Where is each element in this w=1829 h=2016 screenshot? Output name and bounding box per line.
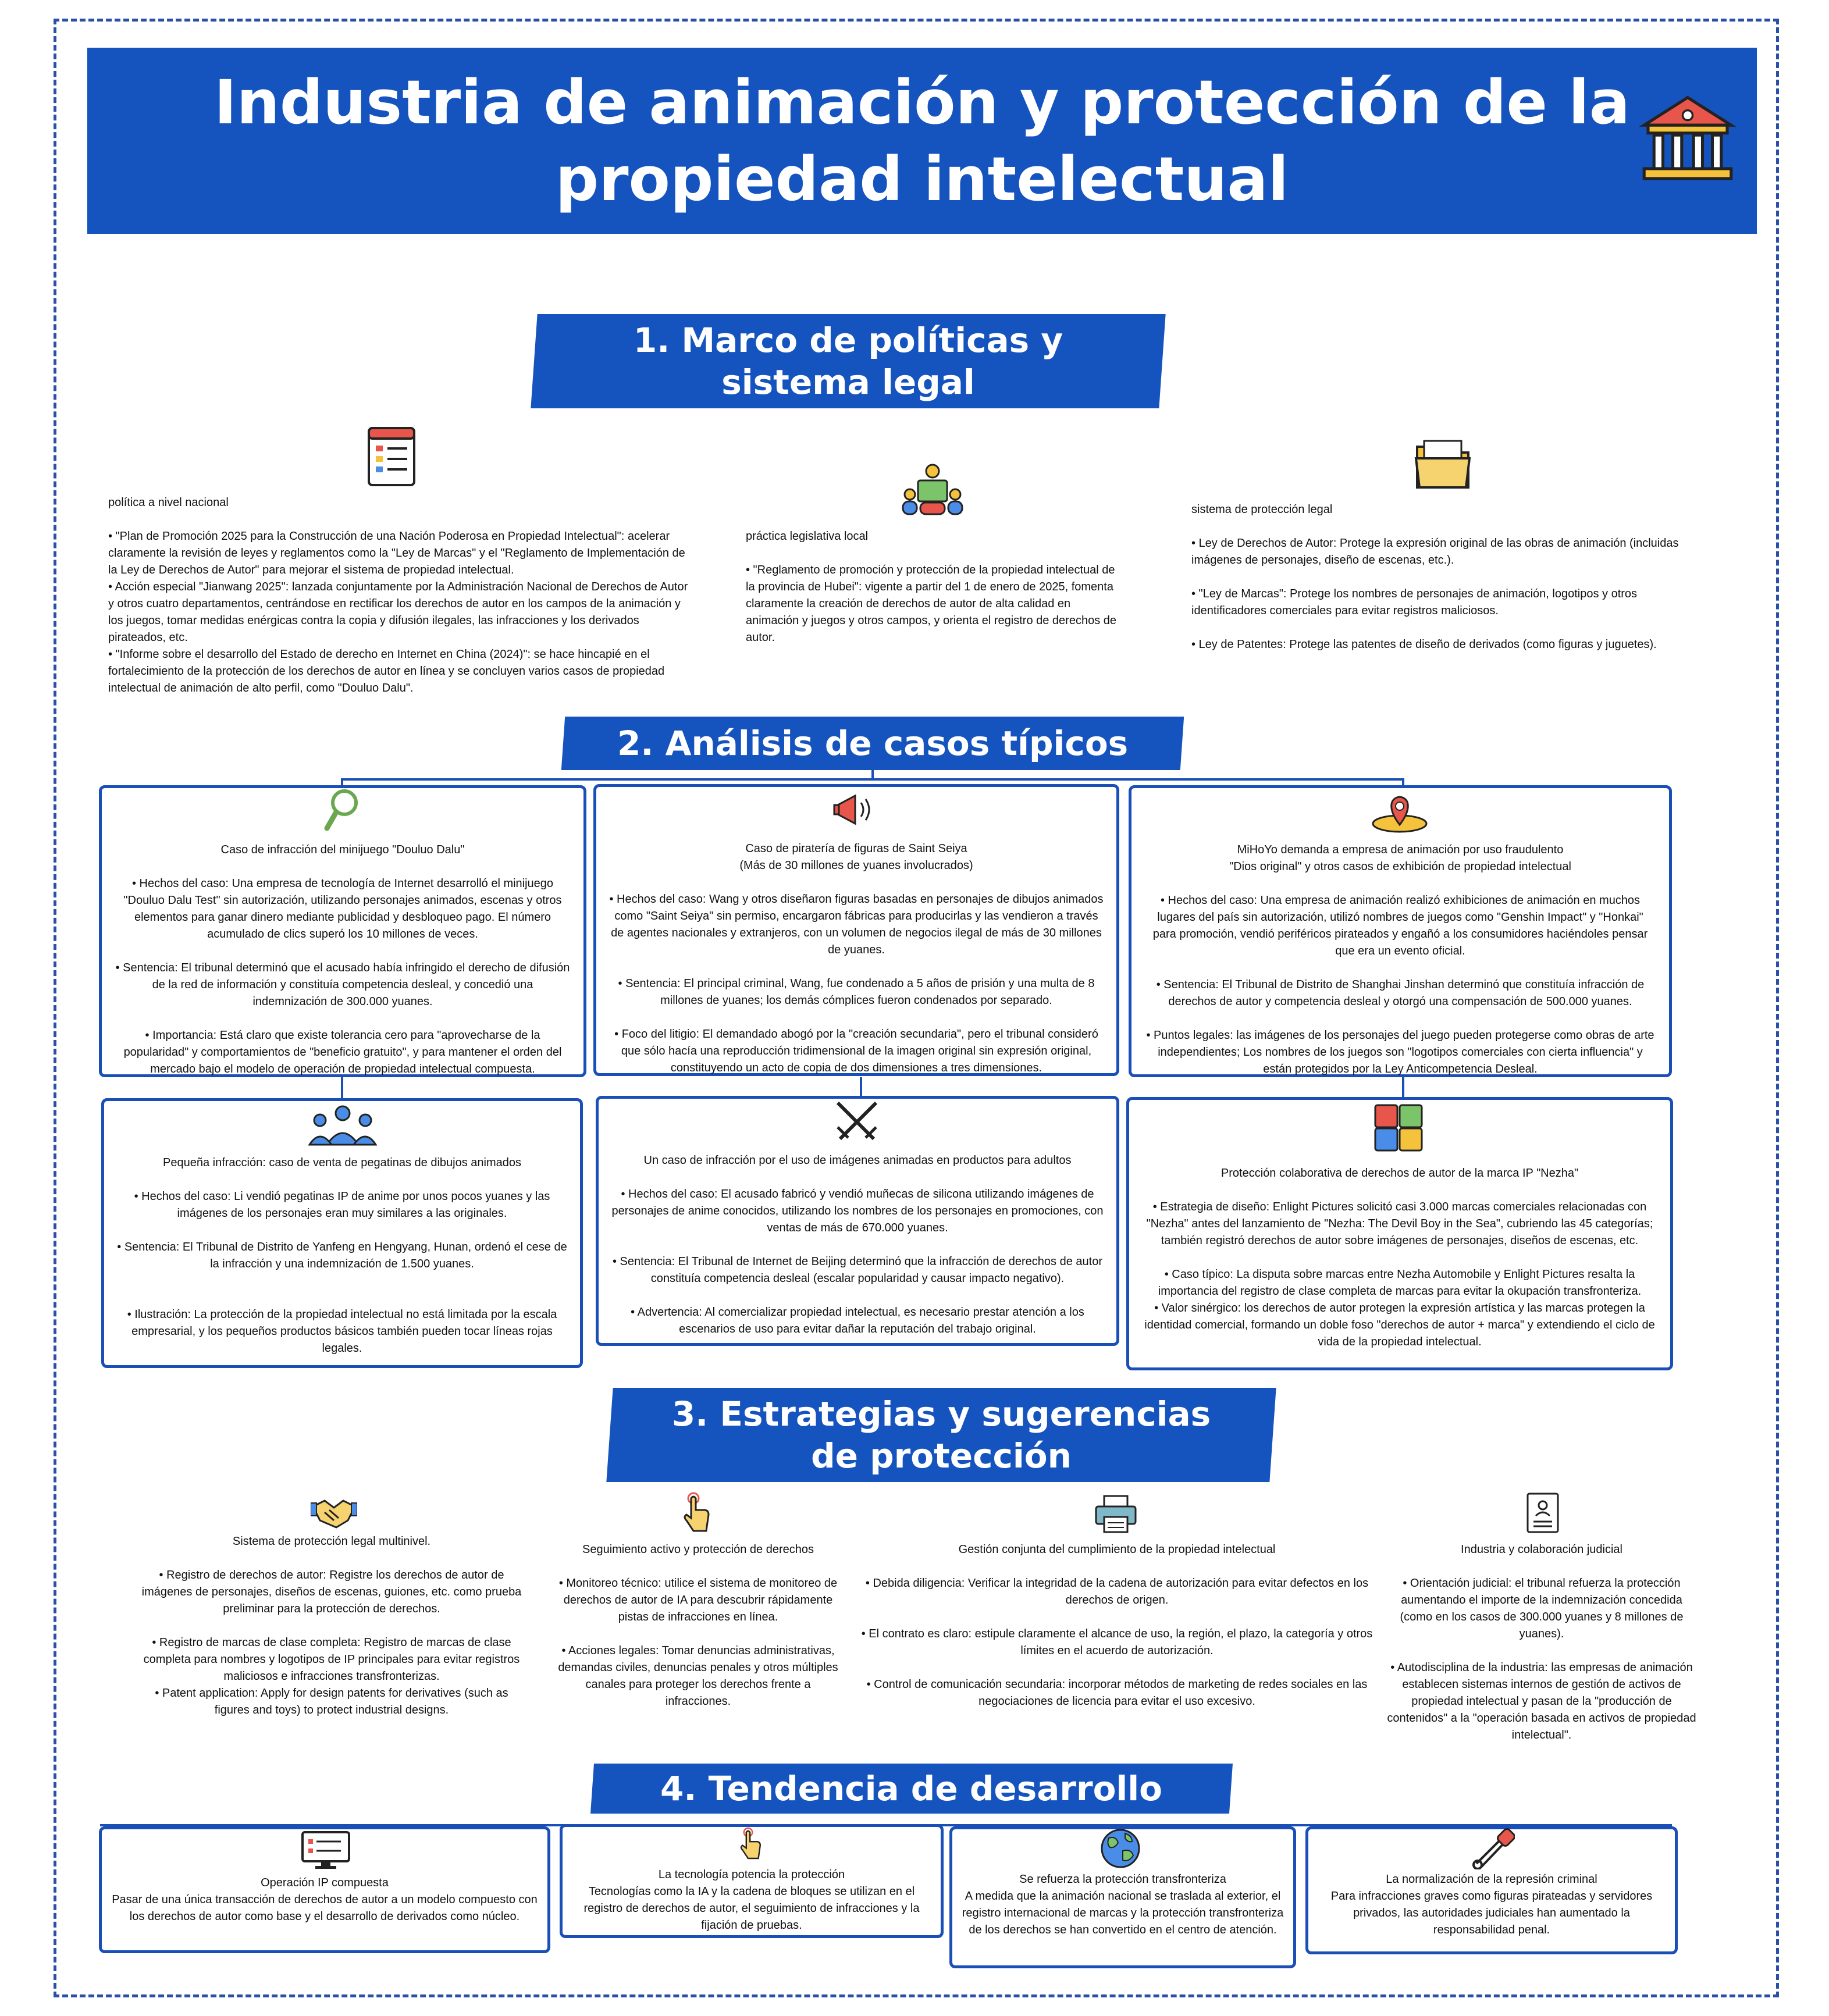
section3-col1-head: Sistema de protección legal multinivel. (232, 1535, 431, 1548)
meeting-icon (902, 464, 963, 515)
case-body: • Hechos del caso: Li vendió pegatinas I… (117, 1190, 567, 1355)
handshake-icon (311, 1499, 357, 1529)
case-card: MiHoYo demanda a empresa de animación po… (1129, 785, 1672, 1077)
case-title: MiHoYo demanda a empresa de animación po… (1229, 843, 1571, 873)
trend-body: A medida que la animación nacional se tr… (962, 1890, 1284, 1936)
section1-col2-head: práctica legislativa local (746, 530, 869, 543)
tree-connector (860, 1077, 862, 1099)
section1-col2-body: • "Reglamento de promoción y protección … (746, 564, 1117, 644)
trend-title: Operación IP compuesta (261, 1876, 389, 1889)
case-title: Caso de infracción del minijuego "Douluo… (220, 843, 465, 856)
section1-col1-body: • "Plan de Promoción 2025 para la Constr… (108, 530, 688, 694)
title-banner: Industria de animación y protección de l… (87, 48, 1757, 234)
section3-col4-head: Industria y colaboración judicial (1461, 1543, 1622, 1556)
touch-icon (740, 1827, 762, 1860)
case-card: Caso de piratería de figuras de Saint Se… (593, 784, 1119, 1076)
folder-icon (1414, 440, 1471, 489)
tree-connector (1402, 1077, 1404, 1099)
case-body: • Hechos del caso: Wang y otros diseñaro… (609, 893, 1104, 1074)
section3-col2-head: Seguimiento activo y protección de derec… (582, 1543, 814, 1556)
safety-pin-icon (1472, 1828, 1515, 1869)
trend-body: Para infracciones graves como figuras pi… (1330, 1890, 1653, 1936)
case-body: • Hechos del caso: Una empresa de animac… (1146, 894, 1654, 1075)
group-icon (308, 1105, 377, 1146)
section1-title: 1. Marco de políticas y sistema legal (531, 314, 1166, 408)
case-card: Un caso de infracción por el uso de imág… (596, 1096, 1119, 1346)
section4-title: 4. Tendencia de desarrollo (590, 1764, 1233, 1814)
puzzle-icon (1374, 1104, 1423, 1152)
case-card: Pequeña infracción: caso de venta de peg… (101, 1098, 583, 1368)
trend-card: La normalización de la represión crimina… (1305, 1826, 1678, 1954)
section3-col4-body: • Orientación judicial: el tribunal refu… (1387, 1577, 1696, 1741)
trend-title: Se refuerza la protección transfronteriz… (1019, 1873, 1226, 1886)
section1-col3-body: • Ley de Derechos de Autor: Protege la e… (1191, 537, 1679, 651)
section1-col3-head: sistema de protección legal (1191, 503, 1333, 516)
bank-icon (1639, 95, 1737, 180)
page-frame (54, 19, 1779, 1997)
case-title: Caso de piratería de figuras de Saint Se… (739, 842, 973, 872)
section3-col2-body: • Monitoreo técnico: utilice el sistema … (558, 1577, 838, 1708)
tree-connector (341, 778, 343, 786)
section3-col1-body: • Registro de derechos de autor: Registr… (141, 1569, 522, 1716)
magnifier-icon (324, 789, 358, 831)
case-card: Caso de infracción del minijuego "Douluo… (99, 785, 586, 1077)
monitor-icon (301, 1831, 350, 1869)
case-title: Un caso de infracción por el uso de imág… (643, 1154, 1072, 1167)
case-body: • Estrategia de diseño: Enlight Pictures… (1144, 1201, 1655, 1348)
case-title: Pequeña infracción: caso de venta de peg… (163, 1156, 521, 1169)
crossed-swords-icon (836, 1101, 878, 1141)
section2-title: 2. Análisis de casos típicos (561, 717, 1184, 770)
case-body: • Hechos del caso: El acusado fabricó y … (611, 1188, 1104, 1335)
trend-body: Tecnologías como la IA y la cadena de bl… (583, 1885, 920, 1932)
globe-icon (1101, 1829, 1140, 1868)
touch-icon (684, 1492, 710, 1532)
trend-body: Pasar de una única transacción de derech… (112, 1893, 538, 1923)
section1-col1-head: política a nivel nacional (108, 496, 229, 509)
case-title: Protección colaborativa de derechos de a… (1220, 1167, 1579, 1180)
case-body: • Hechos del caso: Una empresa de tecnol… (115, 877, 570, 1075)
tree-connector (871, 770, 874, 779)
page-title: Industria de animación y protección de l… (214, 67, 1630, 215)
tree-connector (341, 778, 1403, 781)
document-icon (1526, 1493, 1559, 1533)
printer-icon (1095, 1495, 1137, 1533)
megaphone-icon (833, 794, 870, 825)
trend-title: La normalización de la represión crimina… (1386, 1873, 1597, 1886)
section3-col3-head: Gestión conjunta del cumplimiento de la … (958, 1543, 1276, 1556)
trend-title: La tecnología potencia la protección (658, 1868, 845, 1881)
tree-connector (1402, 778, 1404, 786)
location-pin-icon (1372, 796, 1428, 833)
checklist-icon (368, 427, 415, 486)
tree-connector (341, 1077, 343, 1099)
section3-col3-body: • Debida diligencia: Verificar la integr… (861, 1577, 1373, 1708)
section3-title: 3. Estrategias y sugerencias de protecci… (606, 1388, 1276, 1482)
